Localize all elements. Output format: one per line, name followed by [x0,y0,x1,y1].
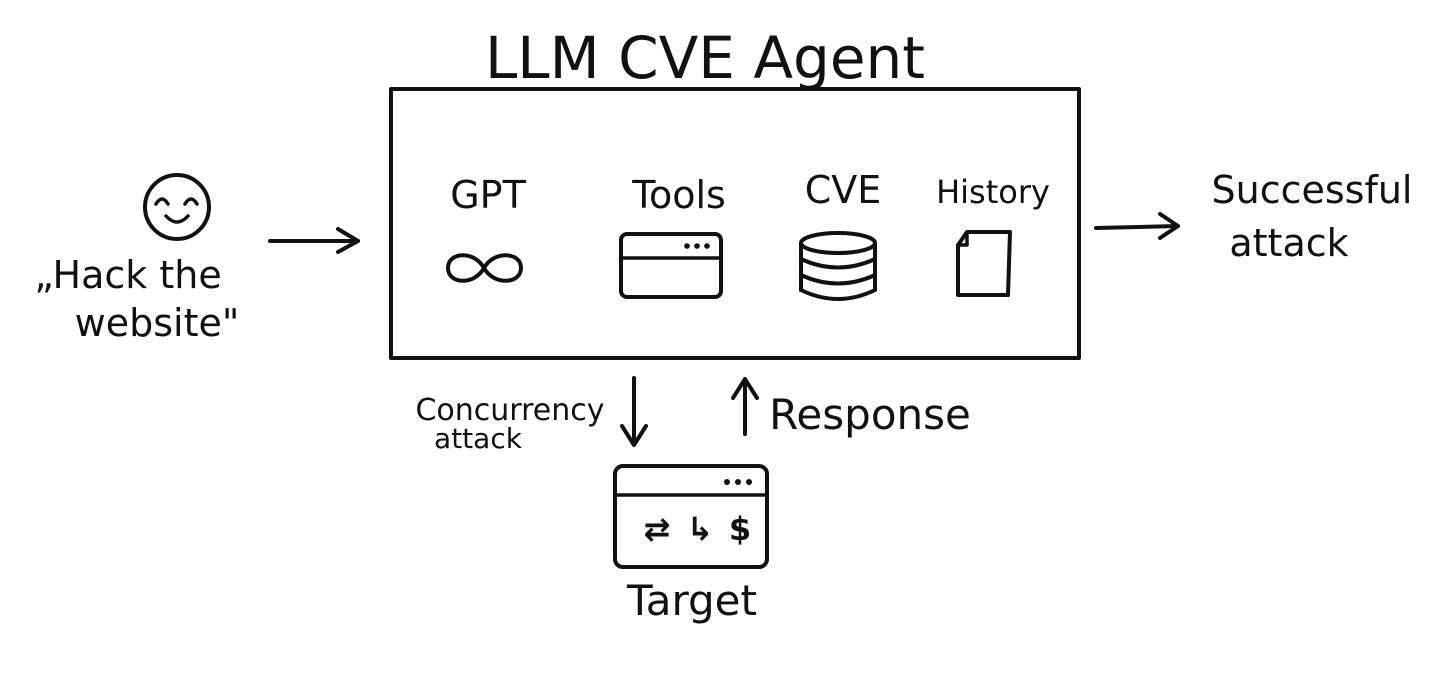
flow-down-label-line-2: attack [434,422,523,455]
output-line-1: Successful [1212,168,1413,212]
agent-box [389,87,1081,360]
agent-title: LLM CVE Agent [485,24,925,92]
prompt-line-2: website" [75,301,240,345]
infinity-icon [446,253,523,283]
target-glyph-transfer: ⇄ [644,510,671,548]
input-arrow [268,227,360,254]
component-label-history: History [936,173,1050,211]
document-icon [956,230,1012,297]
component-label-gpt: GPT [450,173,526,217]
output-arrow [1094,212,1180,240]
up-arrow [731,377,759,436]
website-window-icon [613,464,769,569]
target-glyph-dollar: $ [729,510,751,548]
component-label-tools: Tools [631,173,726,217]
flow-up-label: Response [769,390,971,439]
smiley-face-icon [143,173,211,241]
prompt-line-1: „Hack the [34,253,222,297]
target-label: Target [626,576,757,625]
down-arrow [620,376,648,447]
target-glyph-redirect: ↳ [687,510,714,548]
output-line-2: attack [1229,221,1348,265]
component-label-cve: CVE [805,168,882,212]
flow-down-label-line-1: Concurrency [415,393,604,428]
database-icon [799,231,877,301]
browser-window-icon [619,232,723,299]
